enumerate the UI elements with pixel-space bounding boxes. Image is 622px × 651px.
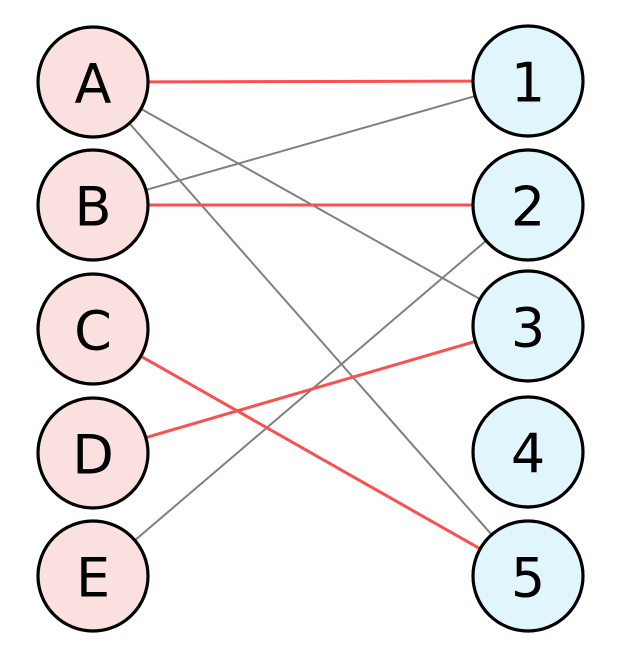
graph-node-1[interactable]: 1	[471, 24, 585, 138]
node-circle-E[interactable]	[36, 519, 150, 633]
node-circle-1[interactable]	[471, 24, 585, 138]
graph-node-C[interactable]: C	[36, 272, 150, 386]
graph-node-4[interactable]: 4	[471, 395, 585, 509]
graph-edge-A-1	[147, 79, 474, 84]
node-circle-2[interactable]	[471, 148, 585, 262]
node-circle-A[interactable]	[36, 25, 150, 139]
node-label-E: E	[76, 547, 110, 610]
graph-node-A[interactable]: A	[36, 25, 150, 139]
graph-node-D[interactable]: D	[36, 396, 150, 510]
graph-node-E[interactable]: E	[36, 519, 150, 633]
node-circle-3[interactable]	[471, 269, 585, 383]
graph-node-3[interactable]: 3	[471, 269, 585, 383]
node-label-1: 1	[511, 52, 545, 115]
node-label-C: C	[74, 300, 112, 363]
node-label-5: 5	[511, 547, 545, 610]
edges-layer	[128, 79, 493, 551]
node-label-A: A	[75, 53, 112, 116]
node-label-2: 2	[511, 176, 545, 239]
node-circle-4[interactable]	[471, 395, 585, 509]
graph-edge-C-5	[140, 354, 481, 551]
graph-edge-D-3	[145, 339, 476, 440]
node-label-3: 3	[511, 297, 545, 360]
graph-node-2[interactable]: 2	[471, 148, 585, 262]
node-label-D: D	[72, 424, 114, 487]
graph-node-5[interactable]: 5	[471, 519, 585, 633]
node-circle-B[interactable]	[36, 148, 150, 262]
node-circle-D[interactable]	[36, 396, 150, 510]
node-circle-C[interactable]	[36, 272, 150, 386]
graph-edge-A-5	[128, 122, 493, 536]
node-circle-5[interactable]	[471, 519, 585, 633]
graph-edge-B-1	[145, 95, 476, 191]
node-label-4: 4	[511, 423, 545, 486]
node-label-B: B	[74, 176, 111, 239]
graph-node-B[interactable]: B	[36, 148, 150, 262]
